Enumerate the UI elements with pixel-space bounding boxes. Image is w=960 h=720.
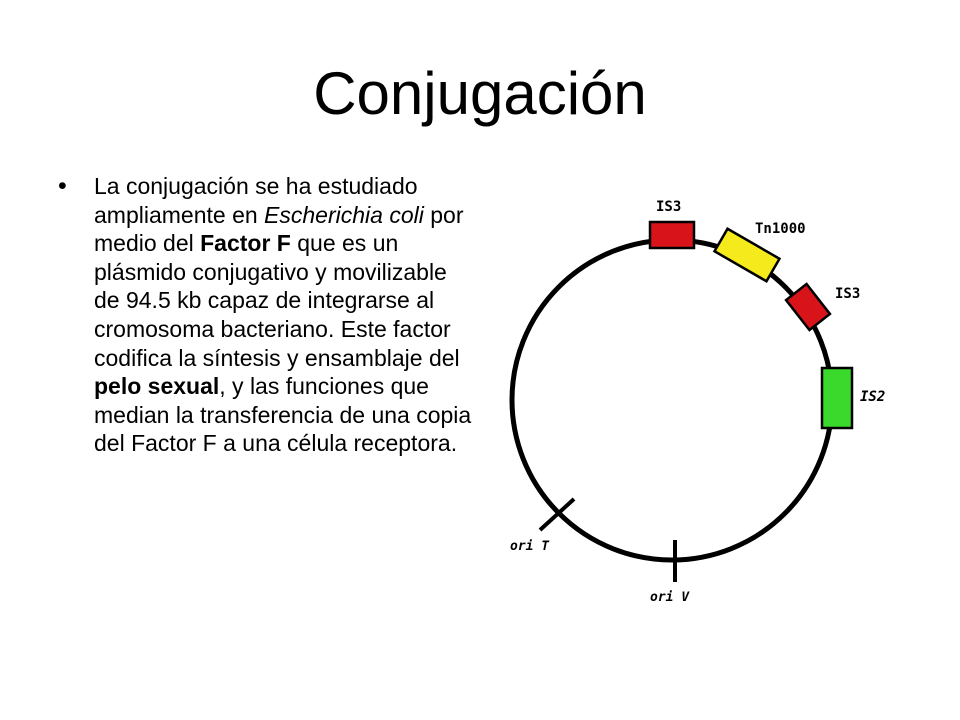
tn1000-box <box>712 227 782 283</box>
text-segment: por medio del <box>94 201 464 257</box>
text-segment-bold: pelo sexual <box>94 373 220 400</box>
is2-box <box>820 366 854 430</box>
orit-label: ori T <box>510 539 550 554</box>
is3-top-box <box>648 220 696 250</box>
is3-right-label: IS3 <box>835 286 860 302</box>
bullet-text: La conjugación se ha estudiado ampliamen… <box>94 172 474 458</box>
plasmid-diagram: IS3 Tn1000 IS3 IS2 ori T ori V <box>509 199 885 605</box>
is3-top-label: IS3 <box>656 199 681 215</box>
text-segment-italic: Escherichia coli <box>264 201 424 228</box>
is3-right-box <box>784 282 832 332</box>
slide-title: Conjugación <box>313 60 647 127</box>
oriv-label: ori V <box>650 590 690 605</box>
text-segment: , y las funciones que median la transfer… <box>94 373 472 457</box>
text-segment: que es un plásmido conjugativo y moviliz… <box>94 230 460 371</box>
text-segment-bold: Factor F <box>200 230 291 257</box>
text-segment: La conjugación se ha estudiado ampliamen… <box>94 173 418 228</box>
is2-label: IS2 <box>860 389 885 405</box>
bullet-marker: • <box>58 172 67 200</box>
tn1000-label: Tn1000 <box>755 221 806 237</box>
orit-marker <box>538 497 576 532</box>
